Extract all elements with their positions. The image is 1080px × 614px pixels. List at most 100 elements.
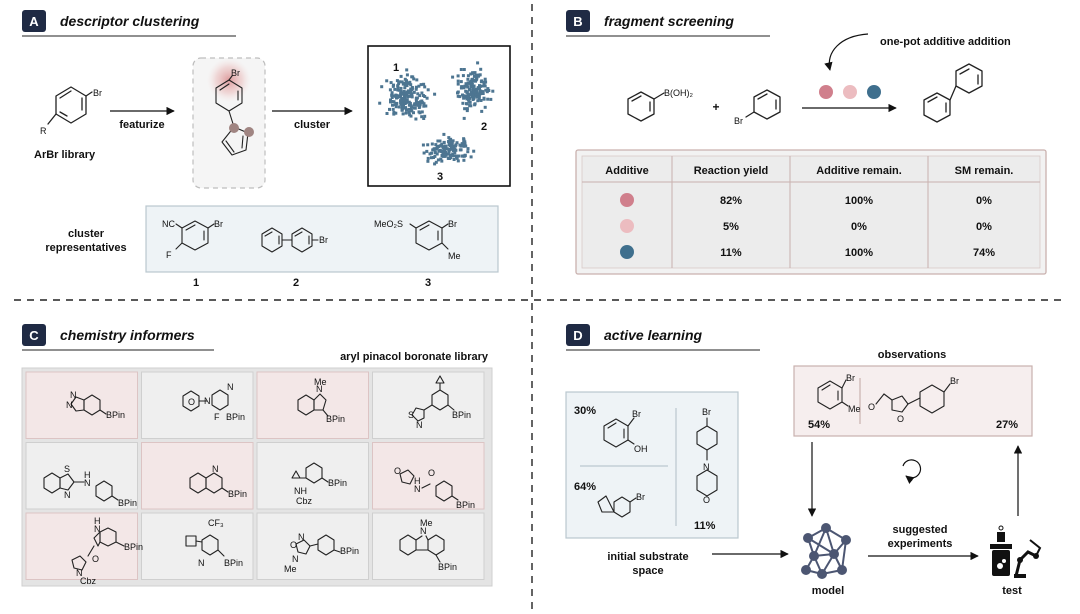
scatter-point [451, 75, 455, 79]
scatter-point [400, 80, 404, 84]
scatter-point [396, 95, 400, 99]
scatter-point [465, 109, 469, 113]
featurized-fragment-card: Br [192, 57, 266, 189]
rep1-br: Br [214, 219, 223, 229]
scatter-point [465, 90, 469, 94]
test-label: test [1002, 585, 1022, 597]
additive-dot [620, 193, 634, 207]
informer-cell [256, 371, 369, 439]
scatter-point [403, 86, 407, 90]
observations: observations Br Me 54% O O Br 27% [793, 349, 1033, 437]
arbr-r-label: R [40, 126, 47, 136]
panel-a-header: A descriptor clustering [22, 10, 236, 37]
scatter-point [426, 159, 430, 163]
rep3-me: Me [448, 251, 461, 261]
scatter-point [410, 109, 414, 113]
scatter-point [407, 107, 411, 111]
scatter-point [459, 144, 463, 148]
sub3-o: O [703, 495, 710, 505]
scatter-point [450, 154, 454, 158]
obs2-br: Br [950, 376, 959, 386]
scatter-point [435, 152, 439, 156]
c3-bpin: BPin [326, 414, 345, 424]
scatter-point [433, 147, 437, 151]
c4-n: N [416, 420, 423, 430]
scatter-point [405, 68, 409, 72]
initial-substrate-space: 30% Br OH 64% Br Br N O 11% [565, 391, 739, 539]
c8-n: N [414, 484, 421, 494]
scatter-point [417, 84, 421, 88]
informer-cell [25, 512, 138, 580]
scatter-point [394, 94, 397, 98]
scatter-point [394, 111, 398, 115]
scatter-point [414, 117, 418, 121]
scatter-point [483, 84, 487, 88]
c5-nh: N [84, 478, 91, 488]
c8-o: O [394, 466, 401, 476]
panel-c-header: C chemistry informers [22, 324, 214, 351]
scatter-point [423, 114, 427, 118]
scatter-point [398, 80, 402, 84]
fragment-br-label: Br [231, 68, 240, 78]
scatter-point [392, 112, 396, 116]
network-node [803, 533, 813, 543]
c12-me: Me [420, 518, 433, 528]
scatter-point [472, 84, 476, 88]
c9-bpin: BPin [124, 542, 143, 552]
scatter-point [380, 85, 384, 89]
scatter-point [391, 84, 395, 88]
scatter-point [467, 94, 471, 98]
cluster-arrow: cluster [272, 106, 353, 131]
suggested-experiments-arrow: suggested experiments [868, 524, 979, 561]
panel-d-title: active learning [604, 327, 702, 343]
scatter-point [456, 94, 460, 98]
table-header-sm-remain: SM remain. [955, 165, 1014, 177]
sub3-n: N [703, 462, 710, 472]
representatives-label-line2: representatives [45, 242, 126, 254]
scatter-point [441, 154, 445, 158]
scatter-point [484, 80, 488, 84]
c9-n: N [94, 524, 101, 534]
informer-cell-content: O H N O BPin [394, 466, 475, 510]
scatter-point [473, 103, 477, 107]
scatter-point [451, 152, 455, 156]
obs1-br: Br [846, 373, 855, 383]
scatter-point [434, 147, 438, 151]
scatter-point [408, 101, 412, 105]
cluster-id-3: 3 [437, 171, 443, 183]
scatter-point [472, 79, 476, 83]
c9-cbz: Cbz [80, 576, 97, 586]
scatter-point [450, 146, 454, 149]
network-edge [807, 537, 835, 555]
scatter-point [407, 94, 411, 98]
scatter-point [472, 97, 476, 101]
scatter-point [402, 90, 406, 93]
panel-b-header: B fragment screening [566, 10, 770, 37]
panel-a-title: descriptor clustering [60, 13, 200, 29]
scatter-point [433, 162, 437, 166]
scatter-point [464, 82, 468, 86]
scatter-point [422, 117, 426, 120]
c8-h: H [414, 476, 421, 486]
scatter-point [480, 109, 484, 113]
scatter-point [452, 158, 456, 161]
scatter-point [401, 99, 405, 103]
scatter-point [454, 144, 457, 148]
scatter-point [471, 93, 475, 97]
network-edge [813, 527, 827, 557]
rep2-br: Br [319, 235, 328, 245]
scatter-point [478, 84, 482, 88]
scatter-point [479, 67, 483, 71]
network-edge [841, 539, 847, 571]
scatter-point [453, 154, 456, 158]
row2-yield: 5% [723, 221, 739, 233]
scatter-point [447, 142, 451, 145]
scatter-point [400, 96, 404, 100]
informer-cell-content: CF₃ N BPin [185, 518, 243, 568]
scatter-point [391, 103, 394, 107]
scatter-point [444, 144, 448, 148]
informer-cell [141, 442, 254, 510]
c10-n: N [198, 558, 205, 568]
scatter-point [399, 74, 403, 78]
